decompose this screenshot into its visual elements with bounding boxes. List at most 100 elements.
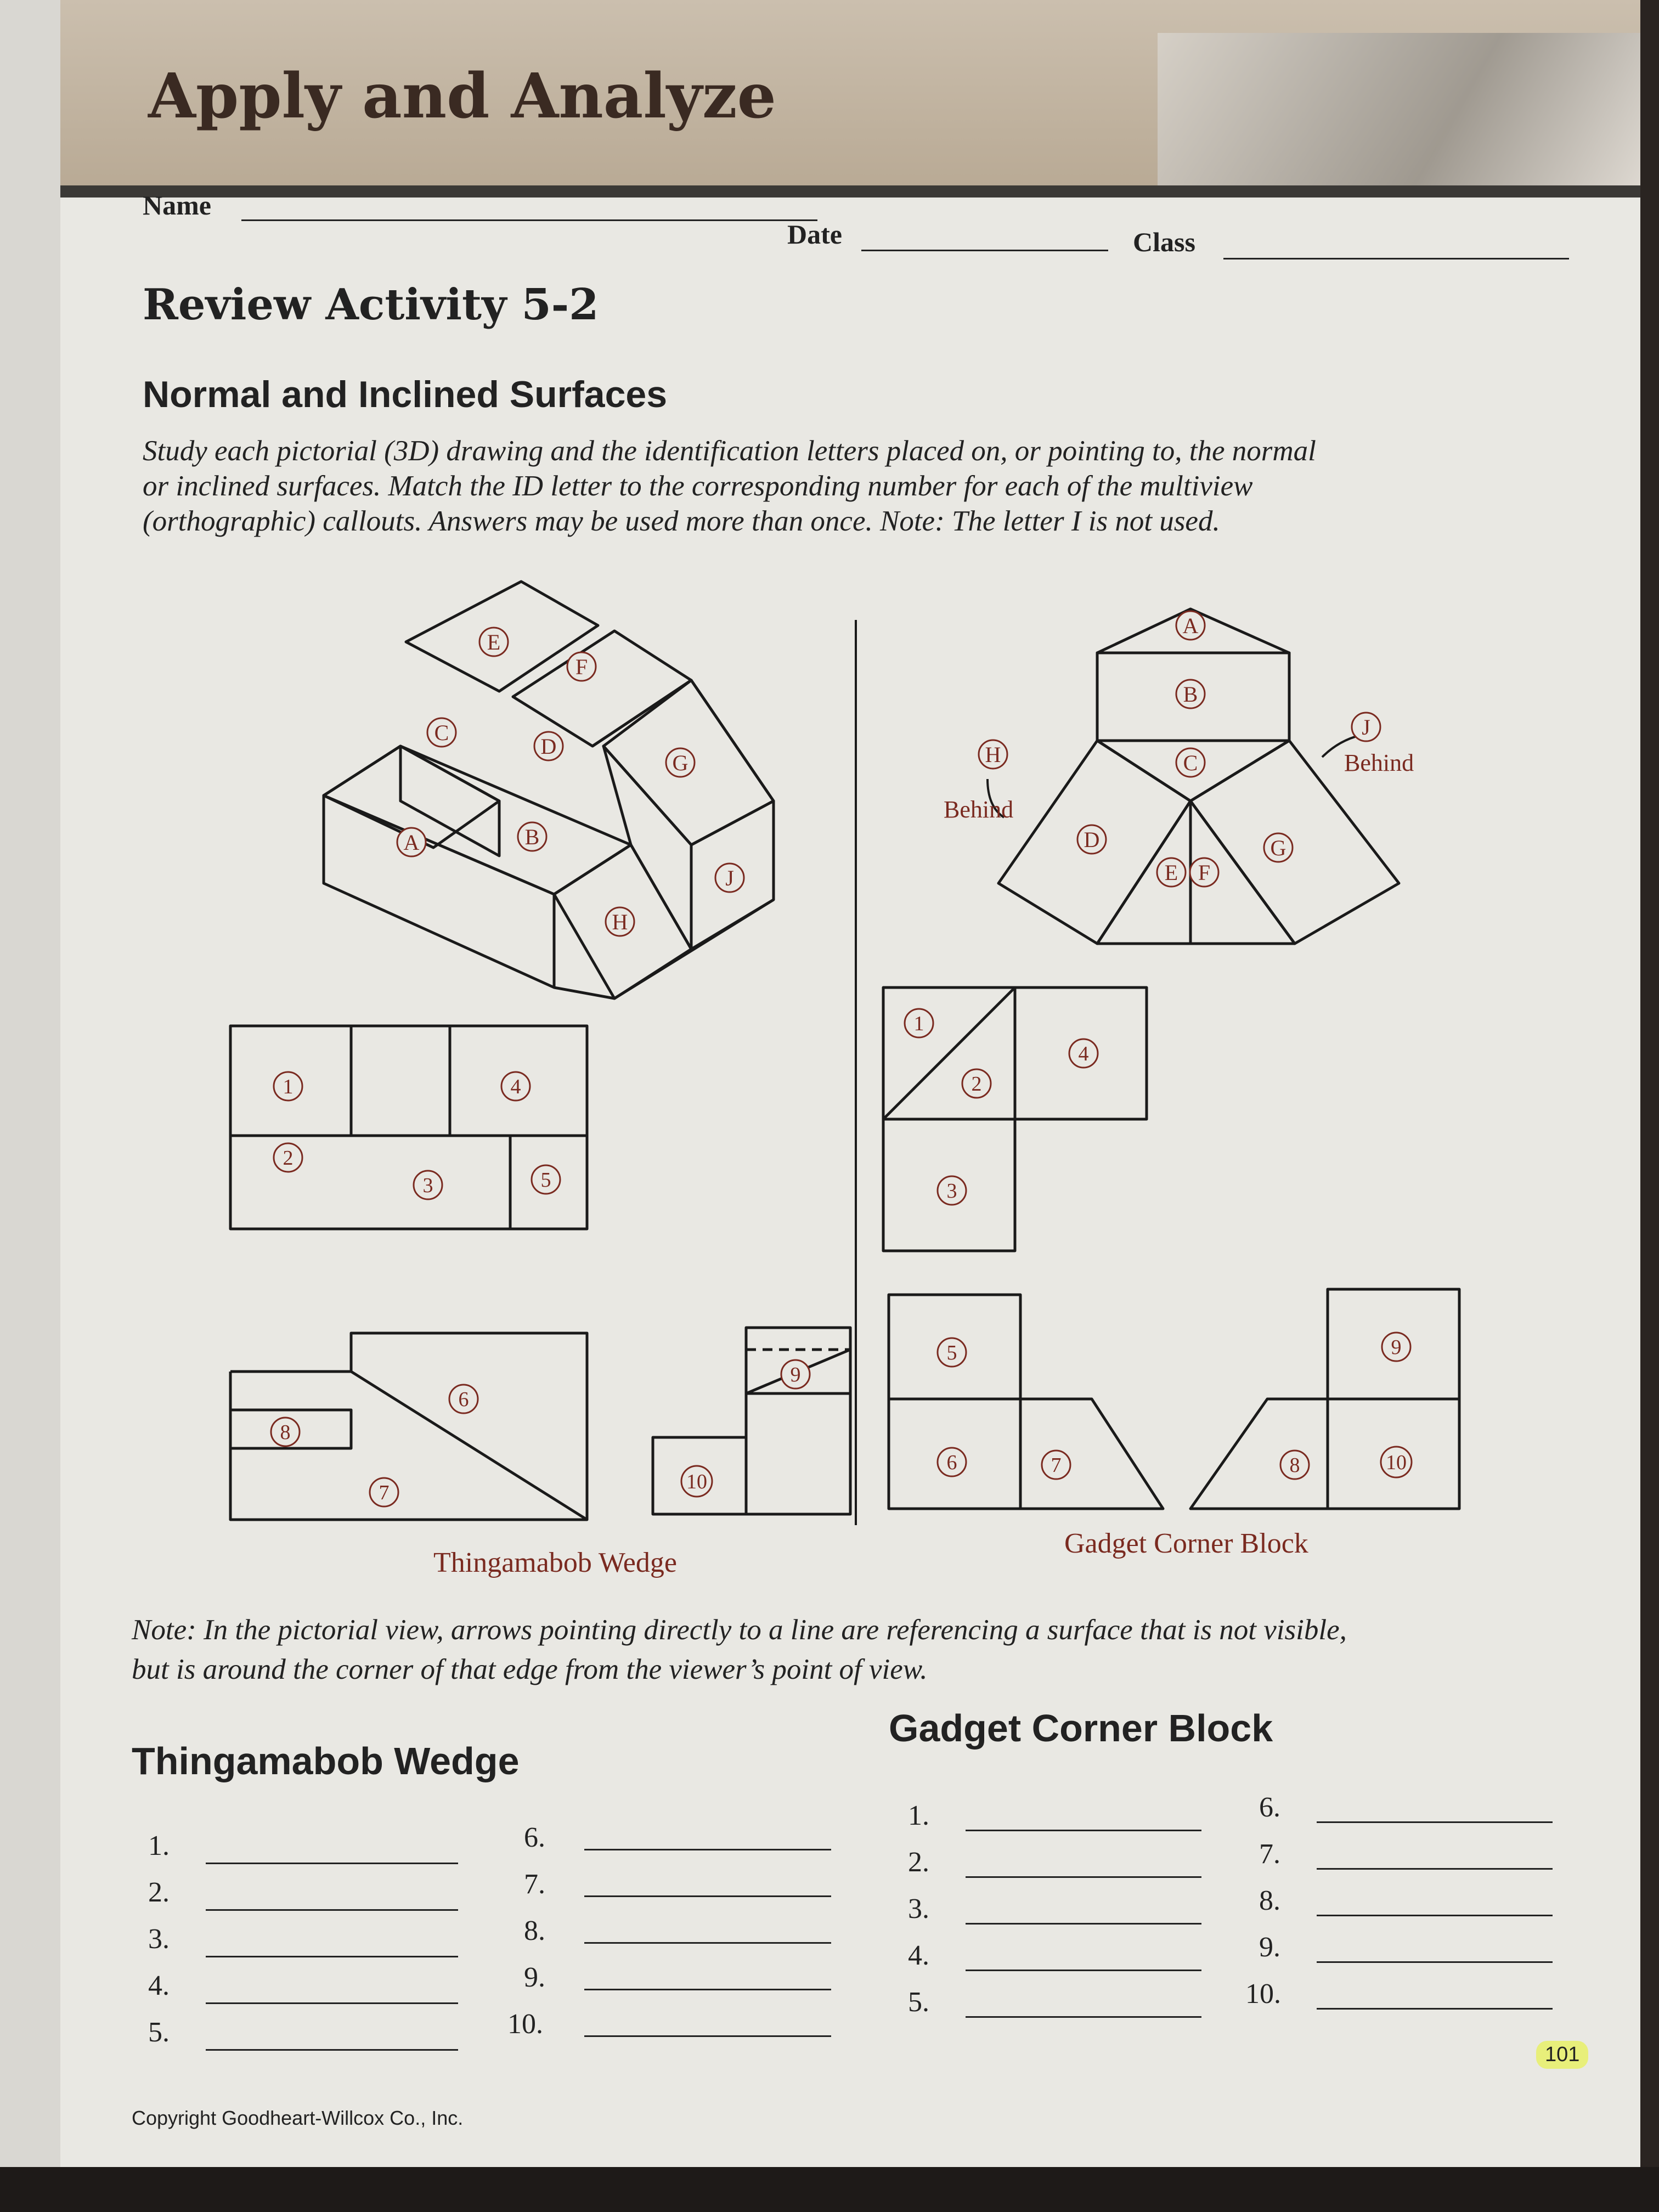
wedge-number-label: 4	[511, 1075, 521, 1098]
wedge-letter-callout: B	[517, 821, 548, 852]
answer-line[interactable]	[584, 1942, 831, 1944]
block-number-label: 6	[947, 1451, 957, 1474]
block-letter-label: J	[1362, 715, 1370, 740]
answer-number: 3.	[148, 1923, 170, 1955]
wedge-number-label: 10	[686, 1470, 707, 1493]
block-letter-label: F	[1198, 860, 1210, 885]
block-letter-callout: C	[1175, 747, 1206, 778]
behind-label-left: Behind	[944, 796, 1013, 823]
answer-line[interactable]	[1317, 1915, 1553, 1916]
wedge-pictorial	[322, 580, 775, 1000]
note-line-2: but is around the corner of that edge fr…	[132, 1654, 928, 1685]
wedge-letter-label: B	[525, 825, 540, 849]
wedge-letter-label: A	[404, 830, 420, 855]
wedge-letter-callout: A	[396, 827, 427, 857]
block-letter-callout: H	[978, 739, 1008, 770]
wedge-number-callout: 1	[273, 1071, 303, 1102]
answer-line[interactable]	[584, 2035, 831, 2037]
answer-line[interactable]	[206, 1956, 458, 1957]
answer-line[interactable]	[1317, 1868, 1553, 1870]
block-letter-label: D	[1084, 827, 1100, 852]
answer-line[interactable]	[1317, 1961, 1553, 1963]
header-photo	[1158, 33, 1640, 192]
block-number-callout: 1	[904, 1008, 934, 1039]
figures-drawing: E F C D G A B J H A B C D E F G H J 1 2 …	[229, 580, 1461, 1578]
activity-subtitle: Normal and Inclined Surfaces	[143, 374, 668, 415]
answer-line[interactable]	[966, 1876, 1201, 1878]
block-letter-label: C	[1183, 751, 1198, 775]
block-letter-label: B	[1183, 682, 1198, 707]
answer-line[interactable]	[966, 2016, 1201, 2018]
wedge-number-callout: 3	[413, 1170, 443, 1200]
wedge-number-callout: 6	[448, 1384, 479, 1414]
workbook-page: Apply and Analyze Name Date Class Review…	[60, 0, 1640, 2167]
block-number-callout: 9	[1381, 1331, 1412, 1362]
copyright: Copyright Goodheart-Willcox Co., Inc.	[132, 2107, 464, 2129]
answer-line[interactable]	[206, 1863, 458, 1864]
answer-line[interactable]	[584, 1895, 831, 1897]
wedge-number-label: 7	[379, 1481, 390, 1504]
answer-line[interactable]	[966, 1970, 1201, 1971]
date-field[interactable]	[861, 250, 1108, 251]
block-number-label: 7	[1051, 1454, 1062, 1477]
block-number-callout: 7	[1041, 1449, 1071, 1480]
block-letter-callout: G	[1263, 832, 1294, 863]
answer-line[interactable]	[206, 2049, 458, 2051]
block-letter-callout: A	[1175, 610, 1206, 641]
wedge-letter-callout: G	[665, 747, 696, 778]
block-letter-callouts: A B C D E F G H J	[978, 610, 1381, 888]
answer-line[interactable]	[1317, 2008, 1553, 2010]
wedge-number-label: 8	[280, 1421, 291, 1444]
block-number-callout: 2	[961, 1068, 992, 1099]
wedge-number-callouts: 1 2 3 4 5 6 7 8 9 10	[270, 1071, 811, 1508]
answer-number: 9.	[1259, 1932, 1280, 1963]
wedge-answers-heading: Thingamabob Wedge	[132, 1740, 520, 1782]
block-letter-label: E	[1165, 860, 1178, 885]
answer-number: 5.	[148, 2017, 170, 2048]
answer-number: 10.	[507, 2008, 543, 2040]
answer-line[interactable]	[206, 1909, 458, 1911]
name-field[interactable]	[241, 219, 817, 221]
wedge-letter-callout: H	[605, 906, 635, 937]
block-number-callouts: 1 2 3 4 5 6 7 8 9 10	[904, 1008, 1413, 1480]
block-letter-label: H	[985, 742, 1001, 767]
block-number-callout: 3	[936, 1175, 967, 1206]
block-number-callout: 5	[936, 1337, 967, 1368]
answer-number: 7.	[524, 1869, 545, 1900]
wedge-number-callout: 7	[369, 1477, 399, 1508]
block-answers-heading: Gadget Corner Block	[889, 1707, 1273, 1750]
block-number-callout: 8	[1279, 1449, 1310, 1480]
wedge-letter-label: C	[435, 720, 449, 745]
answer-line[interactable]	[966, 1830, 1201, 1831]
answer-line[interactable]	[206, 2002, 458, 2004]
wedge-number-label: 9	[791, 1363, 801, 1386]
answer-number: 7.	[1259, 1838, 1280, 1870]
wedge-letter-callout: E	[478, 627, 509, 657]
block-number-label: 1	[914, 1012, 924, 1035]
answer-number: 4.	[908, 1940, 929, 1971]
wedge-number-label: 3	[423, 1174, 433, 1197]
answer-line[interactable]	[584, 1989, 831, 1990]
block-number-callout: 6	[936, 1447, 967, 1477]
block-caption: Gadget Corner Block	[1064, 1528, 1308, 1559]
bottom-shadow	[0, 2167, 1659, 2212]
wedge-letter-label: H	[612, 910, 628, 934]
block-number-label: 9	[1391, 1336, 1402, 1359]
class-field[interactable]	[1223, 258, 1569, 259]
block-number-label: 8	[1290, 1454, 1300, 1477]
wedge-letter-callout: C	[426, 717, 457, 748]
wedge-number-callout: 4	[500, 1071, 531, 1102]
block-number-callout: 4	[1068, 1038, 1099, 1069]
note-line-1: Note: In the pictorial view, arrows poin…	[132, 1614, 1347, 1646]
name-label: Name	[143, 190, 211, 221]
answer-number: 1.	[908, 1800, 929, 1831]
block-number-label: 2	[972, 1073, 982, 1096]
wedge-letter-callouts: E F C D G A B J H	[396, 627, 745, 937]
answer-line[interactable]	[584, 1849, 831, 1850]
date-label: Date	[787, 219, 842, 250]
wedge-number-callout: 2	[273, 1142, 303, 1173]
answer-line[interactable]	[1317, 1821, 1553, 1823]
answer-line[interactable]	[966, 1923, 1201, 1925]
block-letter-label: A	[1183, 613, 1199, 638]
wedge-letter-label: F	[575, 654, 588, 679]
